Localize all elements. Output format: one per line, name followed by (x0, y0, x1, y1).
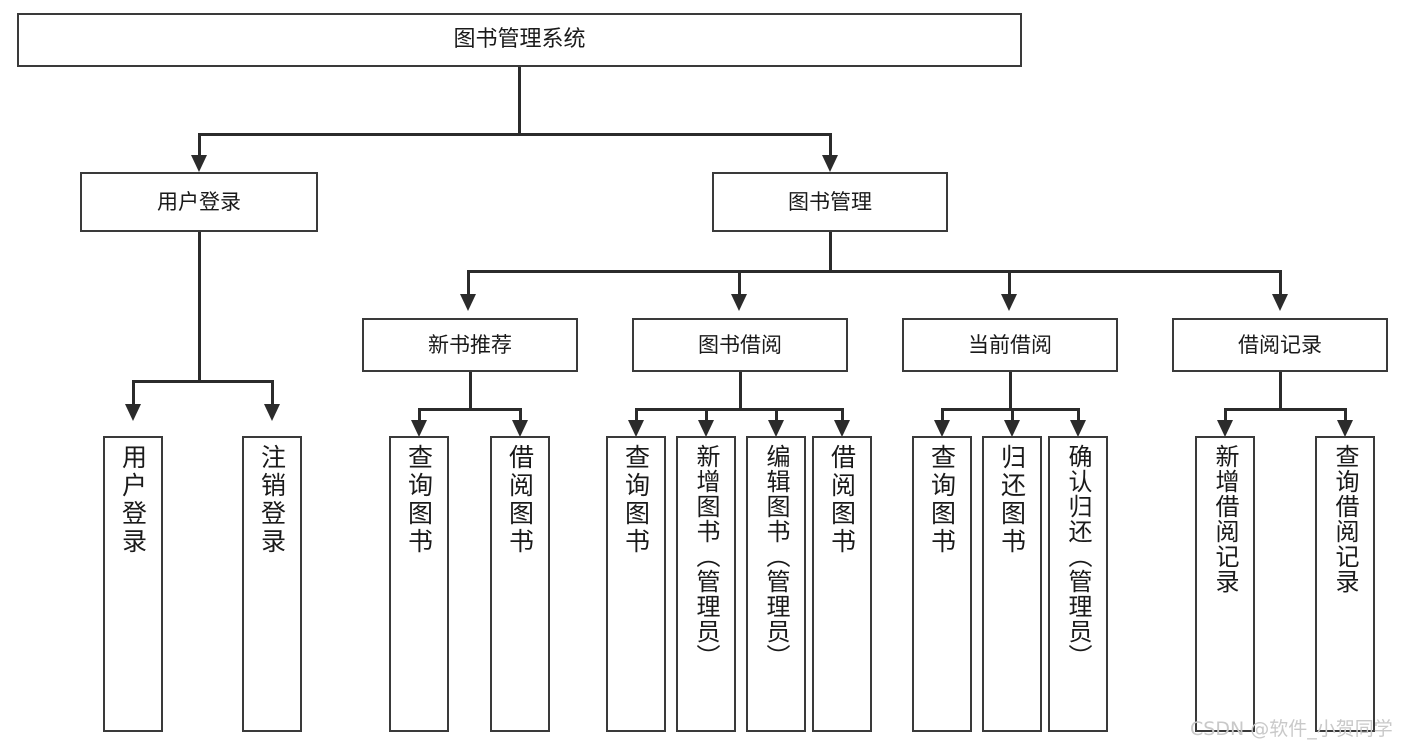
connector-root-bus (198, 133, 830, 136)
connector-book-borrow-stem (739, 372, 742, 410)
connector-current-borrow-bus (941, 408, 1078, 411)
arrow-l3-new-book (460, 294, 476, 311)
connector-l3-branch-0 (467, 270, 470, 296)
arrow-root-to-user-login (191, 155, 207, 172)
connector-book-borrow-branch-2 (775, 408, 778, 422)
connector-l3-branch-3 (1279, 270, 1282, 296)
connector-current-borrow-stem (1009, 372, 1012, 410)
leaf-current-borrow-confirm-return[interactable]: 确认归还（管理员） (1048, 436, 1108, 732)
connector-user-login-bus (132, 380, 273, 383)
connector-user-login-branch-0 (132, 380, 135, 406)
node-book-borrow[interactable]: 图书借阅 (632, 318, 848, 372)
connector-borrow-records-branch-1 (1344, 408, 1347, 422)
connector-book-borrow-branch-0 (635, 408, 638, 422)
leaf-borrow-records-add[interactable]: 新增借阅记录 (1195, 436, 1255, 732)
leaf-user-login-login[interactable]: 用户登录 (103, 436, 163, 732)
arrow-book-borrow-leaf-1 (698, 420, 714, 437)
leaf-new-book-borrow[interactable]: 借阅图书 (490, 436, 550, 732)
connector-current-borrow-branch-1 (1011, 408, 1014, 422)
node-label: 查询图书 (404, 444, 434, 556)
connector-new-book-bus (418, 408, 521, 411)
leaf-book-borrow-query[interactable]: 查询图书 (606, 436, 666, 732)
node-label: 确认归还（管理员） (1064, 444, 1092, 669)
node-new-book-recommend[interactable]: 新书推荐 (362, 318, 578, 372)
leaf-new-book-query[interactable]: 查询图书 (389, 436, 449, 732)
node-label: 图书管理系统 (453, 27, 586, 53)
arrow-book-borrow-leaf-2 (768, 420, 784, 437)
node-label: 查询图书 (927, 444, 957, 556)
connector-l3-branch-1 (738, 270, 741, 296)
arrow-book-borrow-leaf-3 (834, 420, 850, 437)
connector-root-stem (518, 67, 521, 134)
connector-book-borrow-branch-1 (705, 408, 708, 422)
node-book-management[interactable]: 图书管理 (712, 172, 948, 232)
arrow-current-borrow-leaf-2 (1070, 420, 1086, 437)
arrow-l3-current-borrow (1001, 294, 1017, 311)
connector-borrow-records-stem (1279, 372, 1282, 410)
arrow-borrow-records-leaf-1 (1337, 420, 1353, 437)
leaf-current-borrow-query[interactable]: 查询图书 (912, 436, 972, 732)
connector-book-mgmt-stem (829, 232, 832, 272)
watermark-text: CSDN @软件_小贺同学 (1190, 718, 1393, 740)
connector-user-login-branch-1 (271, 380, 274, 406)
node-label: 借阅图书 (827, 444, 857, 556)
arrow-book-borrow-leaf-0 (628, 420, 644, 437)
arrow-new-book-leaf-1 (512, 420, 528, 437)
node-label: 借阅图书 (505, 444, 535, 556)
leaf-current-borrow-return[interactable]: 归还图书 (982, 436, 1042, 732)
leaf-user-login-logout[interactable]: 注销登录 (242, 436, 302, 732)
node-label: 查询借阅记录 (1331, 444, 1359, 594)
node-label: 新增图书（管理员） (692, 444, 720, 669)
node-label: 注销登录 (257, 444, 287, 556)
node-label: 新增借阅记录 (1211, 444, 1239, 594)
node-current-borrow[interactable]: 当前借阅 (902, 318, 1118, 372)
leaf-book-borrow-borrow[interactable]: 借阅图书 (812, 436, 872, 732)
node-label: 查询图书 (621, 444, 651, 556)
connector-new-book-branch-1 (519, 408, 522, 422)
node-root-book-management-system[interactable]: 图书管理系统 (17, 13, 1022, 67)
node-user-login[interactable]: 用户登录 (80, 172, 318, 232)
node-label: 图书管理 (788, 189, 872, 214)
connector-book-borrow-branch-3 (841, 408, 844, 422)
node-label: 借阅记录 (1238, 332, 1322, 357)
leaf-book-borrow-add[interactable]: 新增图书（管理员） (676, 436, 736, 732)
arrow-l3-borrow-records (1272, 294, 1288, 311)
node-label: 编辑图书（管理员） (762, 444, 790, 669)
node-label: 归还图书 (997, 444, 1027, 556)
arrow-current-borrow-leaf-1 (1004, 420, 1020, 437)
connector-root-to-user-login (198, 133, 201, 158)
node-label: 用户登录 (157, 189, 241, 214)
connector-current-borrow-branch-0 (941, 408, 944, 422)
node-borrow-records[interactable]: 借阅记录 (1172, 318, 1388, 372)
arrow-current-borrow-leaf-0 (934, 420, 950, 437)
node-label: 新书推荐 (428, 332, 512, 357)
leaf-borrow-records-query[interactable]: 查询借阅记录 (1315, 436, 1375, 732)
leaf-book-borrow-edit[interactable]: 编辑图书（管理员） (746, 436, 806, 732)
arrow-l3-book-borrow (731, 294, 747, 311)
connector-l3-branch-2 (1008, 270, 1011, 296)
arrow-borrow-records-leaf-0 (1217, 420, 1233, 437)
connector-user-login-stem (198, 232, 201, 382)
connector-book-mgmt-bus (467, 270, 1281, 273)
connector-borrow-records-bus (1224, 408, 1346, 411)
connector-new-book-branch-0 (418, 408, 421, 422)
arrow-user-login-leaf-1 (264, 404, 280, 421)
connector-root-to-book-mgmt (829, 133, 832, 158)
arrow-user-login-leaf-0 (125, 404, 141, 421)
node-label: 用户登录 (118, 444, 148, 556)
arrow-root-to-book-mgmt (822, 155, 838, 172)
connector-new-book-stem (469, 372, 472, 410)
connector-current-borrow-branch-2 (1077, 408, 1080, 422)
arrow-new-book-leaf-0 (411, 420, 427, 437)
node-label: 图书借阅 (698, 332, 782, 357)
node-label: 当前借阅 (968, 332, 1052, 357)
connector-book-borrow-bus (635, 408, 843, 411)
connector-borrow-records-branch-0 (1224, 408, 1227, 422)
